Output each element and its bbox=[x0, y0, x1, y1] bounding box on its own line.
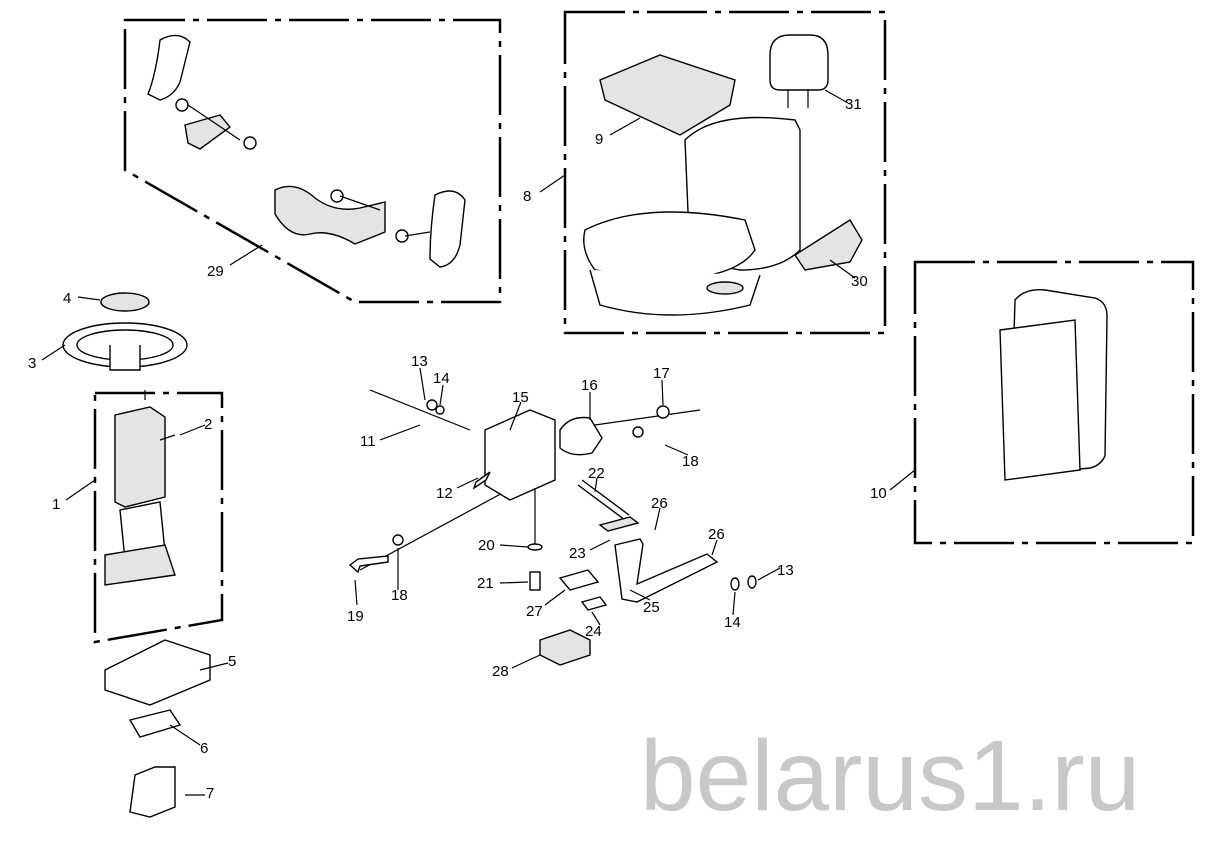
callout-7: 7 bbox=[206, 785, 214, 802]
callout-10: 10 bbox=[870, 485, 887, 502]
group-box-side-panel bbox=[913, 260, 1195, 545]
callout-11: 11 bbox=[360, 433, 376, 450]
callout-23: 23 bbox=[569, 545, 586, 562]
callout-14b: 14 bbox=[724, 614, 741, 631]
callout-13b: 13 bbox=[777, 562, 794, 579]
callout-labels: 29 4 3 2 1 5 6 7 8 9 31 30 10 13 14 15 1… bbox=[28, 96, 887, 802]
seat-parts bbox=[583, 34, 863, 316]
callout-22: 22 bbox=[588, 465, 605, 482]
callout-29: 29 bbox=[207, 263, 224, 280]
callout-20: 20 bbox=[478, 537, 495, 554]
callout-17: 17 bbox=[653, 365, 670, 382]
callout-2: 2 bbox=[204, 416, 212, 433]
callout-15: 15 bbox=[512, 389, 529, 406]
side-panel-part bbox=[999, 289, 1108, 481]
callout-13: 13 bbox=[411, 353, 428, 370]
leader-lines bbox=[41, 89, 916, 796]
callout-12: 12 bbox=[436, 485, 453, 502]
callout-19: 19 bbox=[347, 608, 364, 625]
callout-26b: 26 bbox=[708, 526, 725, 543]
callout-24: 24 bbox=[585, 623, 602, 640]
group-box-armrest-brackets bbox=[123, 18, 502, 304]
callout-9: 9 bbox=[595, 131, 603, 148]
callout-30: 30 bbox=[851, 273, 868, 290]
callout-27: 27 bbox=[526, 603, 543, 620]
callout-28: 28 bbox=[492, 663, 509, 680]
pedal-assembly-parts bbox=[348, 389, 757, 666]
watermark: belarus1.ru bbox=[640, 720, 1140, 832]
group-box-seat bbox=[563, 10, 887, 335]
steering-column-parts bbox=[62, 292, 211, 818]
callout-8: 8 bbox=[523, 188, 531, 205]
callout-25: 25 bbox=[643, 599, 660, 616]
callout-4: 4 bbox=[63, 290, 71, 307]
callout-31: 31 bbox=[845, 96, 862, 113]
callout-26: 26 bbox=[651, 495, 668, 512]
callout-3: 3 bbox=[28, 355, 36, 372]
callout-18: 18 bbox=[682, 453, 699, 470]
callout-6: 6 bbox=[200, 740, 208, 757]
callout-21: 21 bbox=[477, 575, 494, 592]
callout-5: 5 bbox=[228, 653, 236, 670]
callout-16: 16 bbox=[581, 377, 598, 394]
callout-18b: 18 bbox=[391, 587, 408, 604]
callout-14: 14 bbox=[433, 370, 450, 387]
group-box-steering-column bbox=[93, 391, 224, 644]
armrest-bracket-parts bbox=[147, 34, 466, 268]
callout-1: 1 bbox=[52, 496, 60, 513]
